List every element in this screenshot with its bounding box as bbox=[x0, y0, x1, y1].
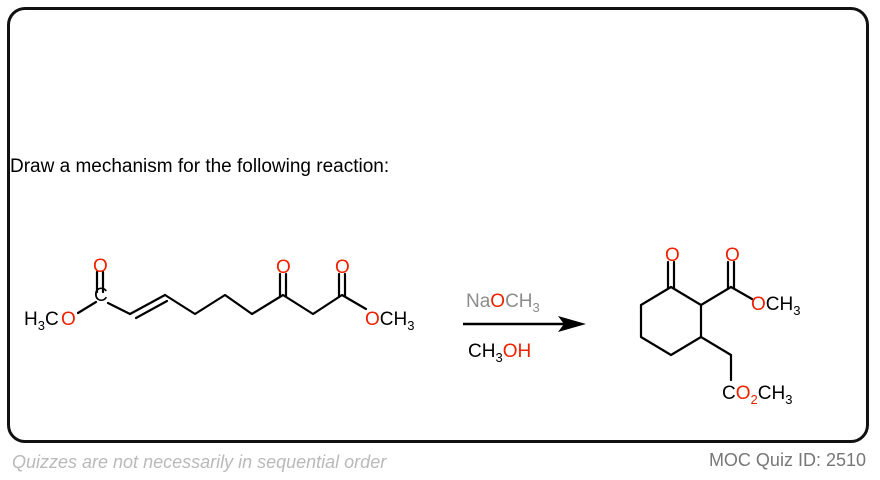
reactant-ketone-oxygen: O bbox=[276, 257, 291, 278]
question-card bbox=[7, 7, 869, 443]
reactant-methyl-label: H3C bbox=[24, 309, 59, 333]
reactant-ester2-carbonyl-oxygen: O bbox=[335, 257, 350, 278]
product-ester-methoxy: OCH3 bbox=[751, 294, 800, 318]
reactant-methoxy-oxygen: O bbox=[61, 309, 76, 330]
reactant-ester-carbonyl-oxygen: O bbox=[93, 256, 108, 277]
reaction-arrow bbox=[463, 316, 586, 332]
reactant-molecule bbox=[76, 270, 368, 320]
quiz-id-label: MOC Quiz ID: 2510 bbox=[708, 450, 866, 470]
product-side-chain-ester: CO2CH3 bbox=[722, 383, 792, 407]
product-molecule bbox=[639, 260, 754, 382]
product-ester-carbonyl-oxygen: O bbox=[725, 245, 740, 266]
reactant-methyl-ester-label: OCH3 bbox=[365, 309, 414, 333]
question-prompt: Draw a mechanism for the following react… bbox=[10, 156, 390, 177]
reagent-below: CH3OH bbox=[468, 341, 531, 365]
product-ketone-oxygen: O bbox=[665, 245, 680, 266]
reagent-above: NaOCH3 bbox=[466, 291, 540, 315]
reactant-ester-carbon: C bbox=[94, 285, 108, 306]
sequence-note: Quizzes are not necessarily in sequentia… bbox=[12, 452, 387, 472]
